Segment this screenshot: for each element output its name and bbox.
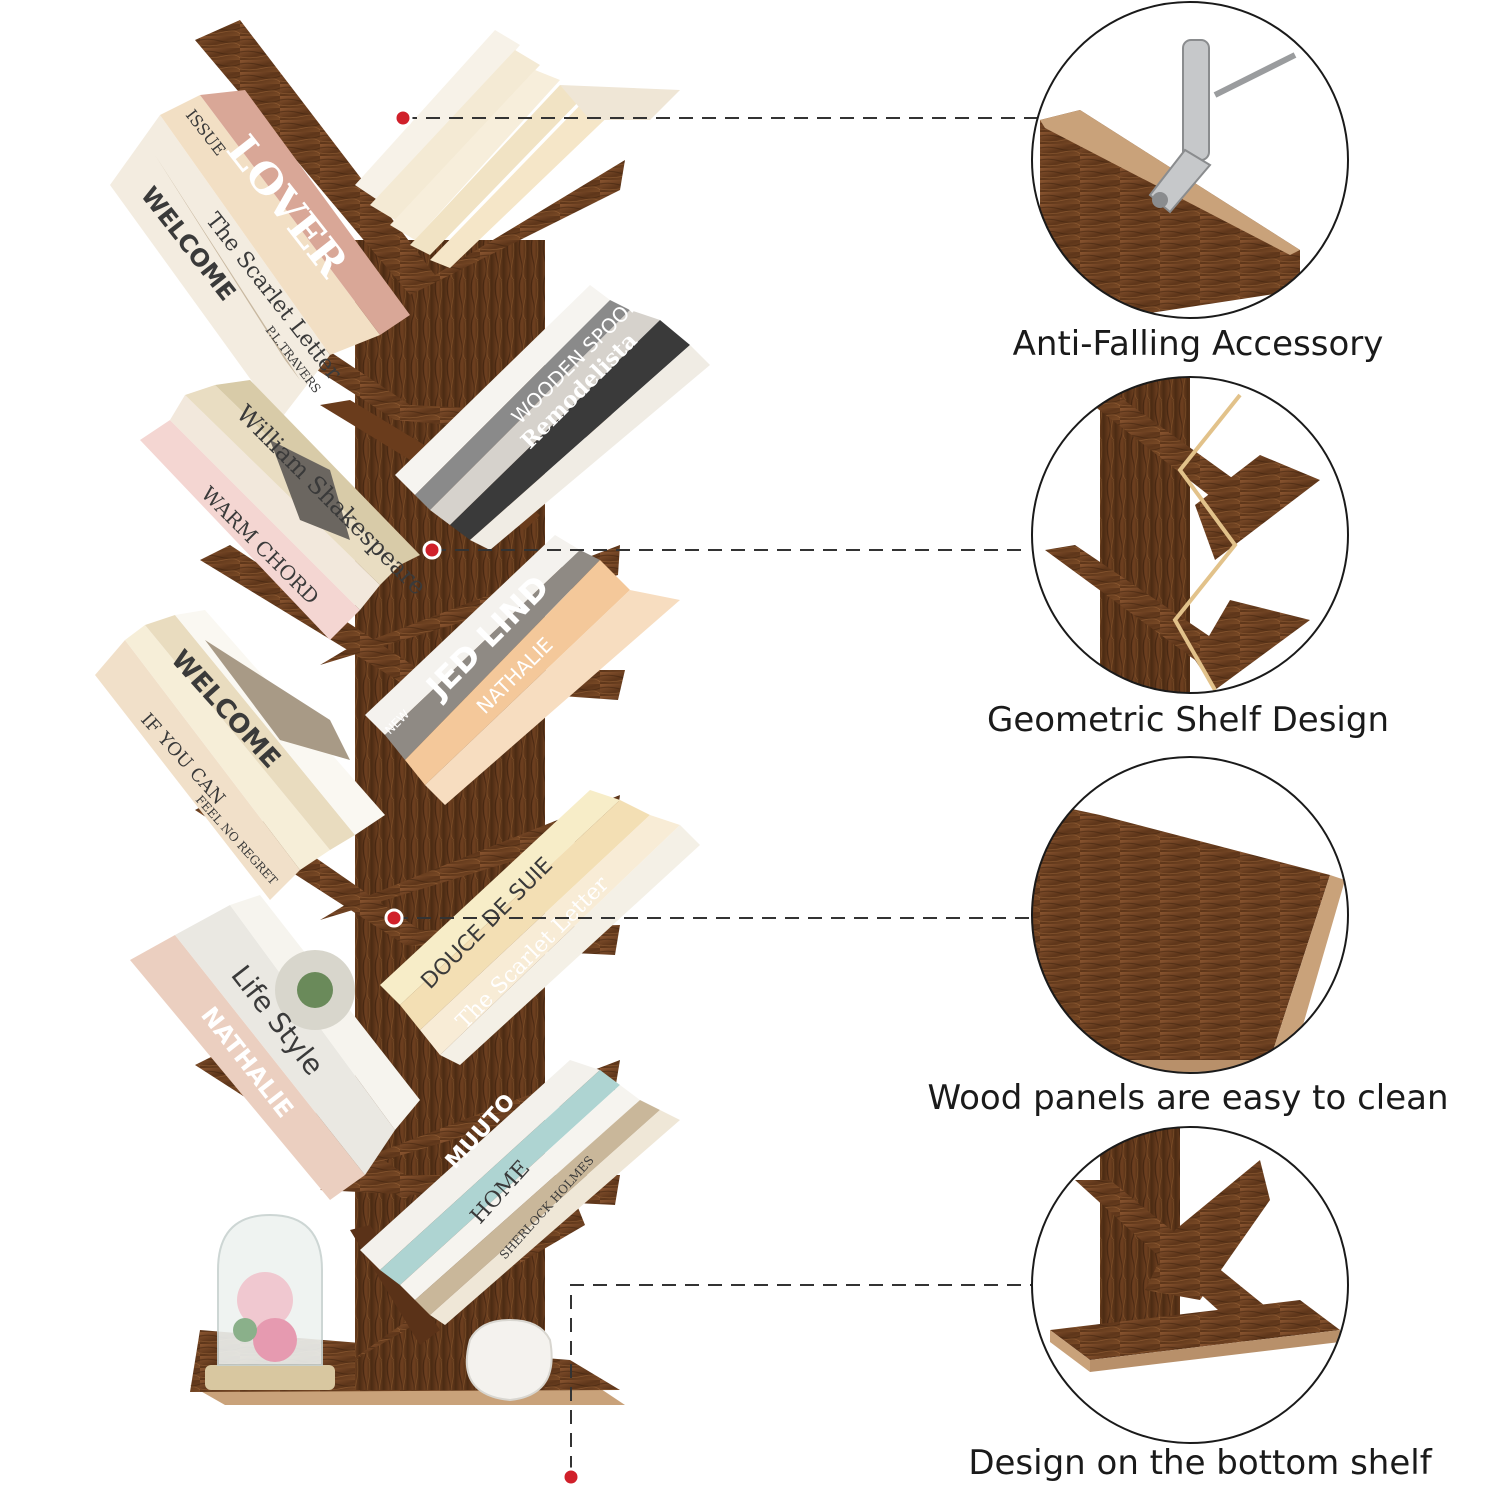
callout-dot bbox=[393, 108, 413, 128]
feature-label-wood-panels: Wood panels are easy to clean bbox=[927, 1078, 1449, 1118]
detail-bottom-shelf bbox=[1031, 1126, 1349, 1444]
wood-panel-icon bbox=[1032, 800, 1330, 1060]
base-shelf-icon bbox=[1050, 1300, 1340, 1360]
tree-bookshelf: WELCOME LOVER ISSUE The Scarlet Letter P… bbox=[95, 20, 710, 1405]
books-tier-1: WELCOME LOVER ISSUE The Scarlet Letter P… bbox=[110, 30, 680, 420]
detail-wood-panel bbox=[1031, 756, 1349, 1074]
callout-dot bbox=[384, 908, 404, 928]
callout-dot bbox=[422, 540, 442, 560]
feature-label-bottom-shelf: Design on the bottom shelf bbox=[968, 1443, 1432, 1483]
feature-label-geometric: Geometric Shelf Design bbox=[986, 700, 1390, 740]
books-tier-3: WELCOME IF YOU CAN FEEL NO REGRET JED LI… bbox=[95, 535, 680, 900]
zigzag-shelf-icon bbox=[1172, 393, 1242, 691]
detail-geometric bbox=[1031, 376, 1349, 694]
callout-leaders bbox=[384, 108, 1048, 1487]
callout-dot bbox=[561, 1467, 581, 1487]
feature-label-anti-falling: Anti-Falling Accessory bbox=[1012, 324, 1384, 364]
books-tier-2: William Shakespeare WARM CHORD WOODEN SP… bbox=[140, 285, 710, 640]
detail-anti-falling bbox=[1031, 1, 1349, 319]
glass-dome-decor bbox=[205, 1213, 335, 1390]
wall-bracket-icon bbox=[1148, 39, 1297, 214]
white-vase-decor bbox=[465, 1318, 553, 1402]
